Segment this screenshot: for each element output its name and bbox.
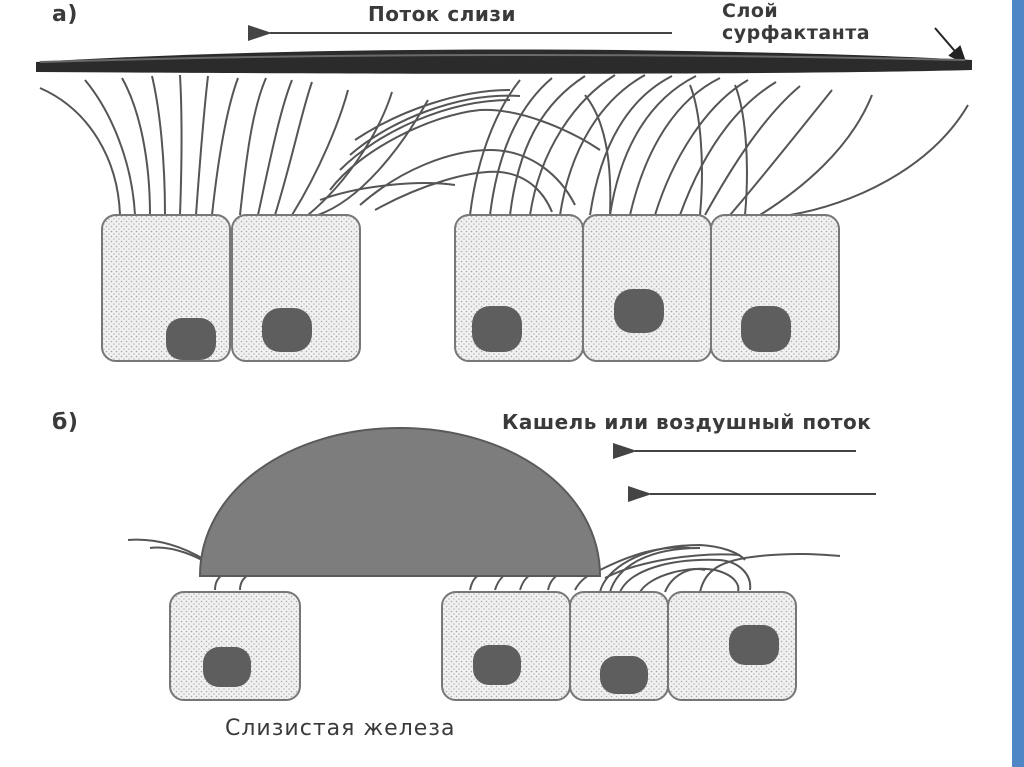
panel-b-label: б) [52, 410, 79, 435]
nucleus [473, 645, 521, 685]
nucleus [203, 647, 251, 687]
nucleus [614, 289, 664, 333]
mucus-layer-sheen [39, 53, 966, 63]
mucous-gland-label: Слизистая железа [225, 716, 456, 741]
nucleus [472, 306, 522, 352]
nuclei-panel-a [166, 289, 791, 360]
surfactant-label-line1: Слой [722, 0, 779, 22]
surfactant-label: Слой сурфактанта [722, 0, 870, 44]
surfactant-label-line2: сурфактанта [722, 22, 871, 44]
nucleus [741, 306, 791, 352]
nucleus [166, 318, 216, 360]
accent-bar [1012, 0, 1024, 767]
cell [582, 214, 712, 362]
nucleus [729, 625, 779, 665]
mucus-flow-label: Поток слизи [368, 2, 516, 26]
surfactant-pointer-arrow [934, 27, 968, 66]
mucus-blob [198, 426, 602, 577]
nucleus [262, 308, 312, 352]
cough-airflow-label: Кашель или воздушный поток [502, 410, 872, 434]
cilia-group-b [127, 538, 841, 593]
panel-a-label: а) [52, 2, 78, 27]
cilia-group-a [39, 74, 969, 216]
surfactant-layer [36, 49, 972, 74]
gland-cell [169, 591, 301, 701]
nuclei-panel-b [203, 625, 779, 694]
nucleus [600, 656, 648, 694]
